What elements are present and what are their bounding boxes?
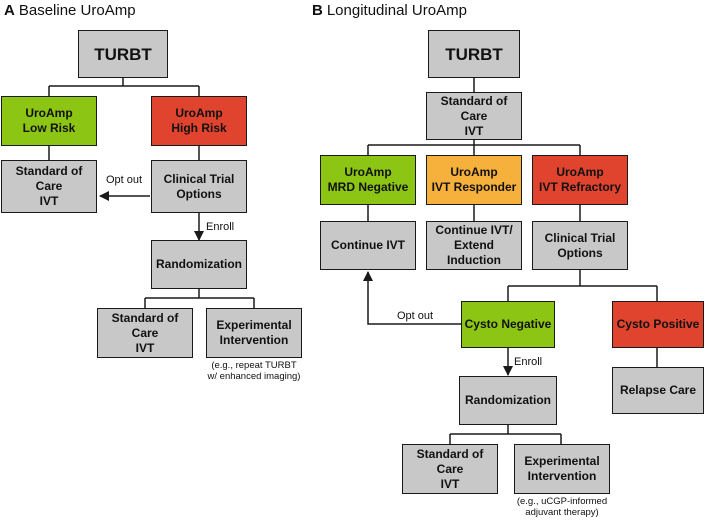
a-soc-box: Standard of Care IVT bbox=[1, 160, 97, 213]
a-turbt-box: TURBT bbox=[78, 30, 168, 78]
b-soc2-box: Standard of Care IVT bbox=[402, 444, 498, 494]
b-mrd-negative-box: UroAmp MRD Negative bbox=[320, 155, 416, 205]
panel-b-title-text: Longitudinal UroAmp bbox=[326, 2, 467, 19]
b-experimental-note: (e.g., uCGP-informed adjuvant therapy) bbox=[516, 496, 608, 518]
b-clinical-trial-box: Clinical Trial Options bbox=[532, 221, 628, 270]
b-ivt-responder-box: UroAmp IVT Responder bbox=[426, 155, 522, 205]
b-opt-out-label: Opt out bbox=[397, 310, 434, 322]
b-soc-ivt-box: Standard of Care IVT bbox=[426, 92, 522, 140]
a-experimental-box: Experimental Intervention bbox=[206, 308, 302, 358]
a-enroll-label: Enroll bbox=[206, 221, 235, 233]
a-opt-out-label: Opt out bbox=[106, 174, 143, 186]
b-relapse-care-box: Relapse Care bbox=[612, 367, 704, 414]
b-ivt-refractory-box: UroAmp IVT Refractory bbox=[532, 155, 628, 205]
a-clinical-trial-box: Clinical Trial Options bbox=[151, 160, 247, 213]
b-continue-extend-box: Continue IVT/ Extend Induction bbox=[426, 221, 522, 270]
b-opt-out-arrow bbox=[363, 271, 461, 325]
b-experimental-box: Experimental Intervention bbox=[514, 444, 610, 494]
a-randomization-box: Randomization bbox=[151, 240, 247, 289]
a-experimental-note: (e.g., repeat TURBT w/ enhanced imaging) bbox=[207, 360, 301, 382]
a-low-risk-box: UroAmp Low Risk bbox=[1, 96, 97, 146]
b-continue-ivt-box: Continue IVT bbox=[320, 221, 416, 270]
b-randomization-box: Randomization bbox=[459, 376, 557, 425]
b-enroll-label: Enroll bbox=[514, 356, 543, 368]
panel-a-letter: A bbox=[4, 2, 15, 19]
a-soc2-box: Standard of Care IVT bbox=[97, 308, 193, 358]
a-high-risk-box: UroAmp High Risk bbox=[151, 96, 247, 146]
b-turbt-box: TURBT bbox=[428, 30, 520, 78]
b-cysto-positive-box: Cysto Positive bbox=[612, 301, 704, 348]
panel-a-title-text: Baseline UroAmp bbox=[18, 2, 136, 19]
b-cysto-negative-box: Cysto Negative bbox=[461, 301, 555, 348]
panel-b-letter: B bbox=[312, 2, 323, 19]
